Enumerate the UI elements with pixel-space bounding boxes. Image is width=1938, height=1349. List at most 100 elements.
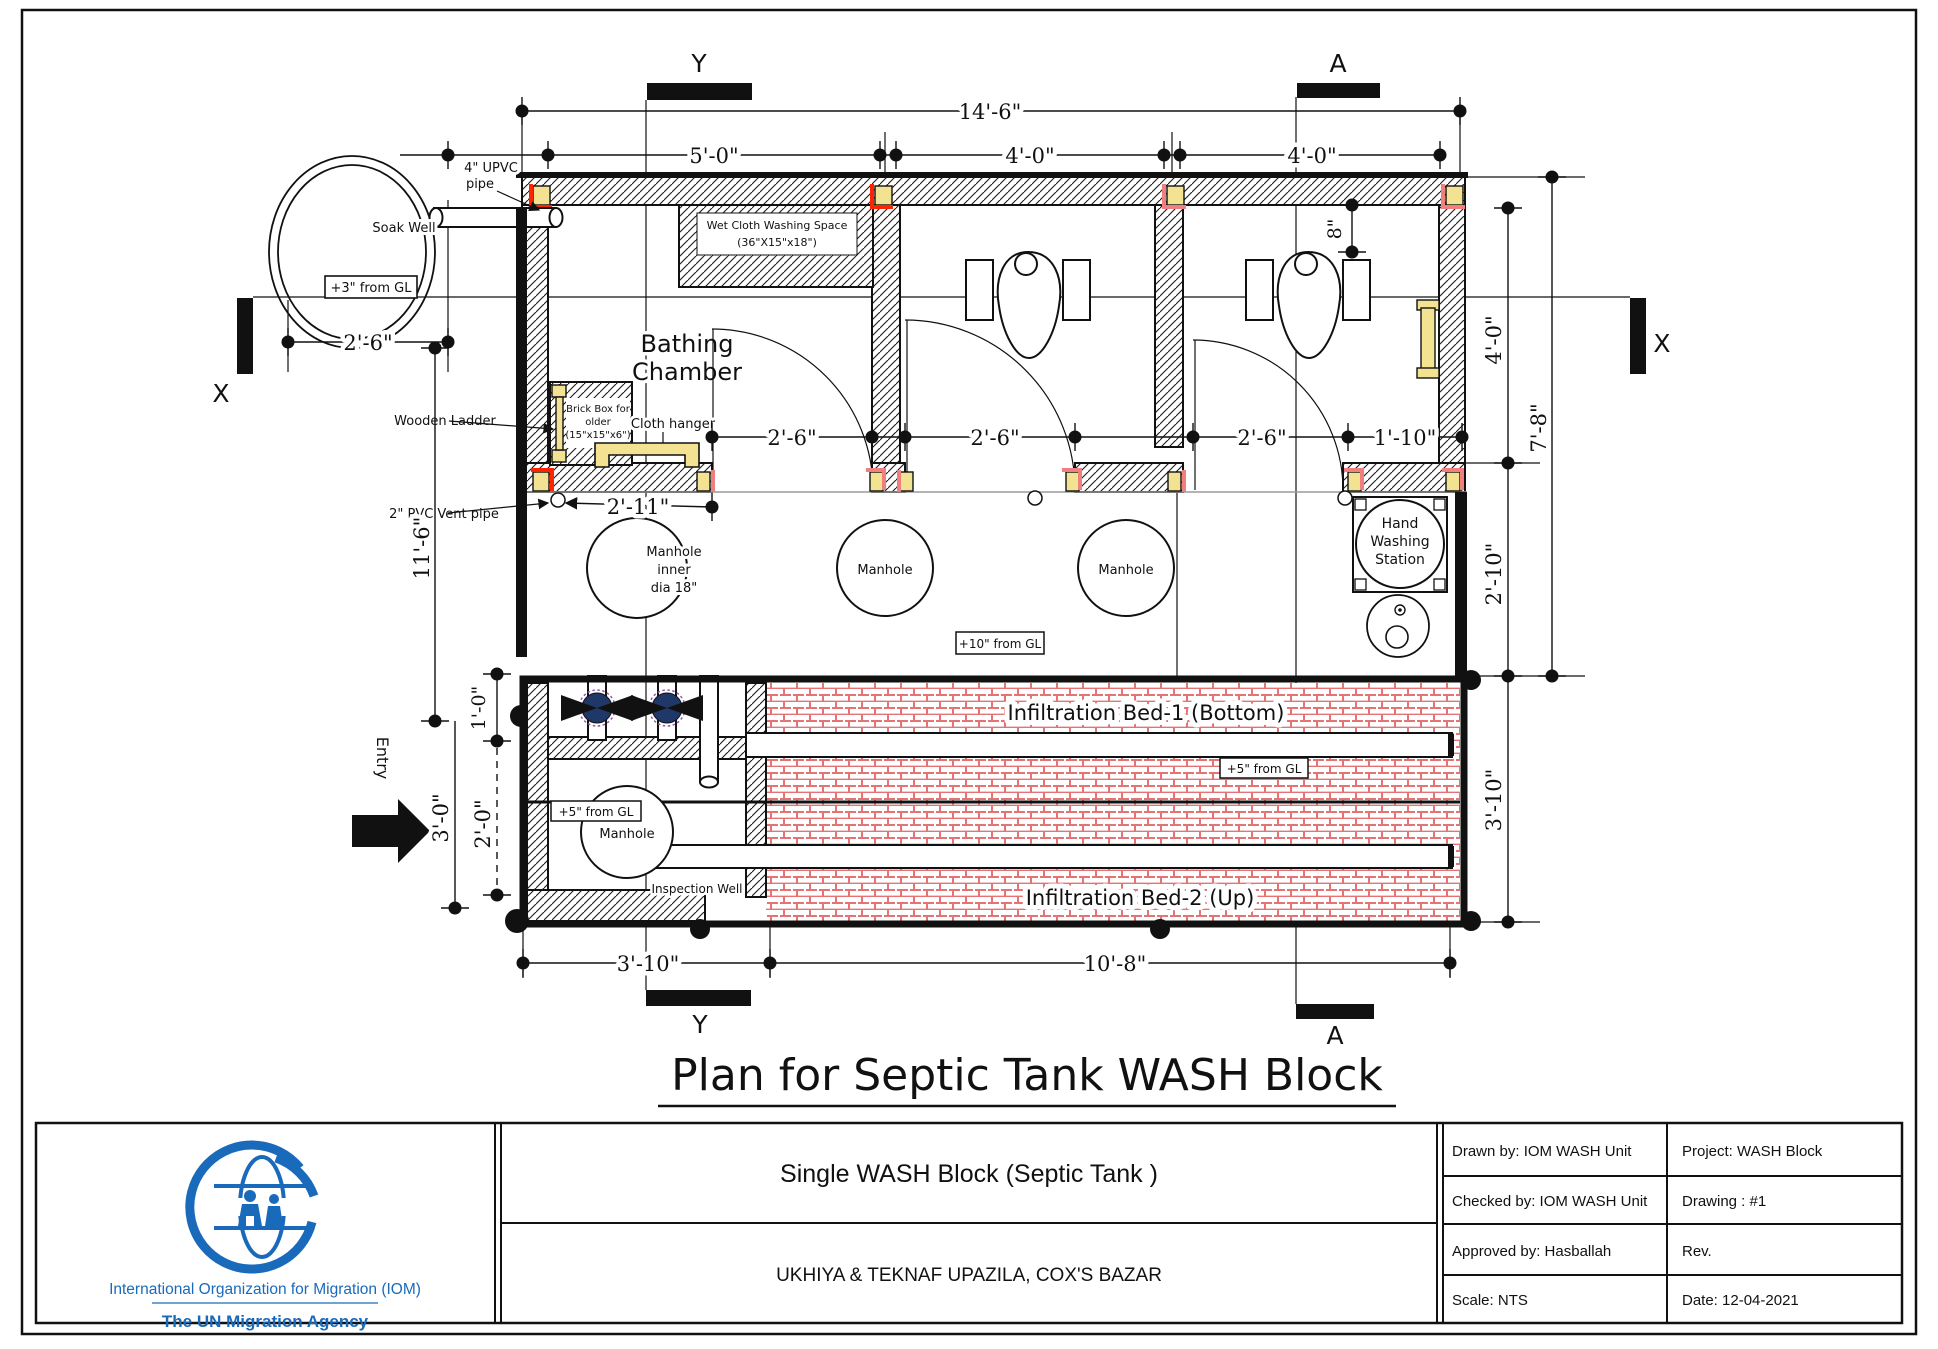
bed1-label: Infiltration Bed-1 (Bottom) bbox=[1008, 701, 1285, 725]
cloth-hanger-label: Cloth hanger bbox=[631, 417, 716, 432]
dim-septic-wall: 1'-0" bbox=[468, 686, 490, 731]
dim-wall-offset: 8" bbox=[1324, 219, 1346, 240]
dim-bathing-door: 2'-6" bbox=[767, 426, 816, 450]
hand-washing-station: Hand Washing Station bbox=[1352, 496, 1448, 658]
dim-septic-inner: 2'-0" bbox=[471, 799, 495, 848]
dim-toilet2-door: 2'-6" bbox=[1237, 426, 1286, 450]
tb-project: Project: WASH Block bbox=[1682, 1143, 1823, 1160]
tb-drawing-no: Drawing : #1 bbox=[1682, 1193, 1766, 1210]
columns bbox=[529, 184, 1465, 492]
tb-scale: Scale: NTS bbox=[1452, 1292, 1528, 1309]
manhole-main-label-2: inner bbox=[657, 563, 691, 578]
page-border bbox=[20, 8, 1918, 1336]
dim-bay2: 4'-0" bbox=[1005, 144, 1054, 168]
dim-bay3: 4'-0" bbox=[1287, 144, 1336, 168]
tb-rev: Rev. bbox=[1682, 1243, 1712, 1260]
dim-right-overall: 7'-8" bbox=[1527, 403, 1551, 452]
top-wall bbox=[521, 176, 1466, 206]
handwash-label-1: Hand bbox=[1382, 516, 1419, 532]
wet-cloth-washing-space: Wet Cloth Washing Space (36"X15"x18") bbox=[678, 204, 874, 288]
bottom-wall-stub2 bbox=[1074, 462, 1184, 493]
bed-pipe-2 bbox=[639, 844, 1453, 869]
x-right-label: X bbox=[1653, 329, 1670, 358]
section-marker-a-bottom: A bbox=[1296, 1004, 1374, 1050]
manhole-strip: Manhole inner dia 18" Manhole Manhole Ha… bbox=[510, 207, 1467, 727]
dim-bay1: 5'-0" bbox=[689, 144, 738, 168]
wet-cloth-label-1: Wet Cloth Washing Space bbox=[707, 219, 848, 232]
right-wall bbox=[1438, 204, 1466, 493]
section-marker-y-top: Y bbox=[647, 49, 752, 100]
gl-plus5-bed-label: +5" from GL bbox=[1227, 762, 1302, 776]
tb-approved-by: Approved by: Hasballah bbox=[1452, 1243, 1611, 1260]
tank-outline bbox=[519, 675, 1468, 928]
plan-title: Plan for Septic Tank WASH Block bbox=[671, 1050, 1383, 1101]
brick-box-label-2: older bbox=[585, 417, 611, 428]
gl-plus10-label: +10" from GL bbox=[959, 637, 1042, 651]
tb-checked-by: Checked by: IOM WASH Unit bbox=[1452, 1193, 1648, 1210]
squat-toilet-1 bbox=[965, 251, 1091, 359]
manhole-main-label-1: Manhole bbox=[646, 545, 701, 560]
drawing-title: Single WASH Block (Septic Tank ) bbox=[780, 1160, 1158, 1188]
wet-cloth-label-2: (36"X15"x18") bbox=[737, 236, 817, 249]
iom-logo bbox=[185, 1140, 319, 1274]
septic-and-beds: Manhole +5" from GL Inspection Well Infi… bbox=[505, 670, 1481, 939]
vent-pipe-label: 2" PVC Vent pipe bbox=[389, 507, 499, 522]
entry-label: Entry bbox=[373, 737, 392, 780]
drawing-location: UKHIYA & TEKNAF UPAZILA, COX'S BAZAR bbox=[776, 1265, 1162, 1286]
bathing-chamber-label-1: Bathing bbox=[641, 330, 734, 358]
dim-bed-height: 3'-10" bbox=[1482, 769, 1506, 832]
tb-drawn-by: Drawn by: IOM WASH Unit bbox=[1452, 1143, 1632, 1160]
dim-septic-width: 3'-10" bbox=[617, 952, 680, 976]
gate-valve-1 bbox=[560, 689, 634, 727]
vent-pipe-line bbox=[516, 207, 527, 657]
iom-org-name: International Organization for Migration… bbox=[109, 1281, 421, 1298]
doors bbox=[711, 319, 1353, 506]
upvc-pipe-label-2: pipe bbox=[466, 177, 494, 192]
inspection-well-label: Inspection Well bbox=[651, 882, 742, 896]
entry: Entry bbox=[352, 734, 430, 863]
dim-right-top: 4'-0" bbox=[1482, 315, 1506, 364]
title-block: Single WASH Block (Septic Tank ) UKHIYA … bbox=[34, 1121, 1904, 1331]
y-top-label: Y bbox=[690, 49, 707, 78]
x-left-label: X bbox=[212, 379, 229, 408]
dim-left-height: 11'-6" bbox=[410, 517, 434, 580]
entry-arrow bbox=[352, 799, 430, 863]
section-marker-y-bottom: Y bbox=[646, 990, 751, 1039]
bed2-label: Infiltration Bed-2 (Up) bbox=[1026, 886, 1255, 910]
right-wall-hanger bbox=[1416, 299, 1440, 379]
squat-toilet-2 bbox=[1245, 251, 1371, 359]
iom-org-tagline: The UN Migration Agency bbox=[162, 1312, 369, 1331]
partition-toilet1-toilet2 bbox=[1154, 204, 1184, 448]
dimensions: 14'-6" 5'-0" 4'-0" 4'-0" 2'-6" 2'-6" 2'-… bbox=[280, 96, 1567, 981]
dim-septic-height: 3'-0" bbox=[429, 793, 453, 842]
dim-right-mid: 2'-10" bbox=[1482, 543, 1506, 606]
a-top-label: A bbox=[1329, 49, 1346, 78]
a-bottom-label: A bbox=[1326, 1021, 1343, 1050]
section-marker-a-top: A bbox=[1297, 49, 1380, 98]
dim-soak-offset: 2'-6" bbox=[343, 331, 392, 355]
dim-handwash-bay: 1'-10" bbox=[1374, 426, 1437, 450]
soak-gl-label: +3" from GL bbox=[331, 281, 413, 296]
manhole-main-label-3: dia 18" bbox=[651, 581, 697, 596]
tb-date: Date: 12-04-2021 bbox=[1682, 1292, 1799, 1309]
upvc-pipe-label-1: 4" UPVC bbox=[464, 161, 518, 176]
soak-well-label: Soak Well bbox=[372, 221, 435, 236]
gate-valve-2 bbox=[630, 689, 704, 727]
handwash-label-2: Washing bbox=[1370, 534, 1429, 550]
bed-pipe-1 bbox=[745, 732, 1453, 758]
section-marker-x: X X bbox=[212, 298, 1671, 408]
dim-manhole-offset: 2'-11" bbox=[607, 495, 670, 519]
dim-toilet1-door: 2'-6" bbox=[970, 426, 1019, 450]
manhole-septic-label: Manhole bbox=[599, 827, 654, 842]
bathing-chamber-label-2: Chamber bbox=[632, 358, 742, 386]
gl-plus5-septic-label: +5" from GL bbox=[559, 805, 634, 819]
handwash-label-3: Station bbox=[1375, 552, 1425, 568]
wooden-ladder-label: Wooden Ladder bbox=[394, 414, 496, 429]
manhole-3-label: Manhole bbox=[1098, 563, 1153, 578]
manhole-2-label: Manhole bbox=[857, 563, 912, 578]
cloth-hanger bbox=[594, 442, 700, 468]
partition-bathing-toilet1 bbox=[871, 204, 901, 464]
brick-box-label-3: (15"x15"x6") bbox=[565, 430, 630, 441]
dim-bed-width: 10'-8" bbox=[1084, 952, 1147, 976]
